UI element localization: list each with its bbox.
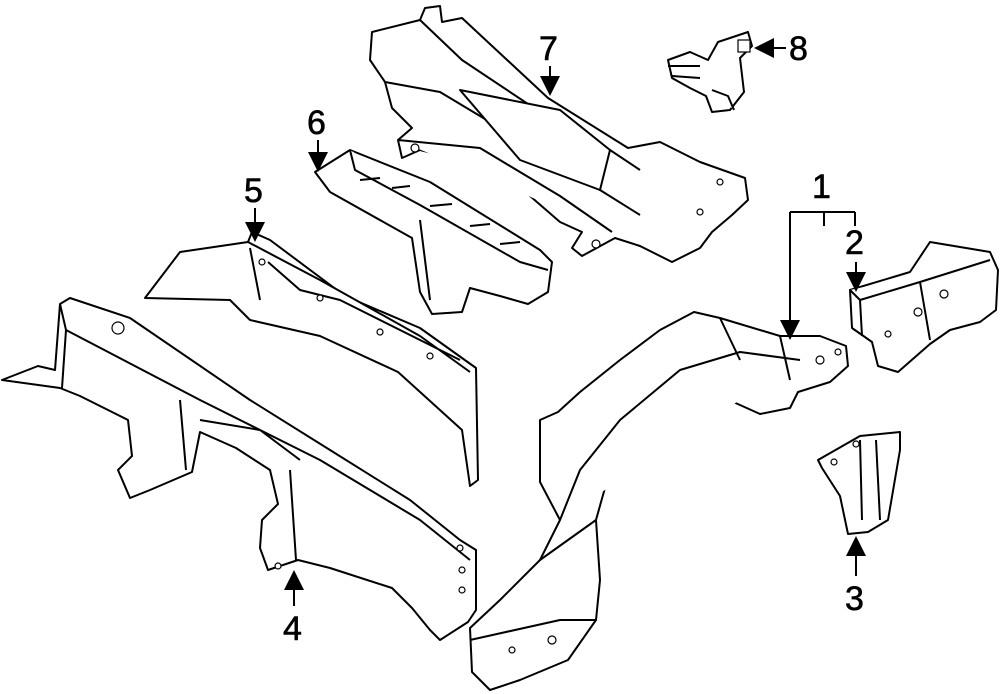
part-3-gusset [817,431,901,535]
part-1-right-rail-assembly [469,311,849,691]
part-6-channel-member [314,149,553,315]
callout-2: 2 [845,224,864,262]
part-4-left-rail-assembly [1,297,477,641]
callout-8: 8 [789,30,808,68]
leader-lines [245,38,866,606]
part-8-bracket [667,31,753,113]
callout-4: 4 [283,610,302,648]
callout-5: 5 [244,172,263,210]
part-2-bracket [849,241,999,373]
part-7-crossmember [369,5,749,263]
callout-7: 7 [539,30,558,68]
callout-1: 1 [812,168,831,206]
callout-labels: 1 2 3 4 5 6 7 8 [244,30,865,649]
callout-6: 6 [307,104,326,142]
callout-3: 3 [845,580,864,618]
